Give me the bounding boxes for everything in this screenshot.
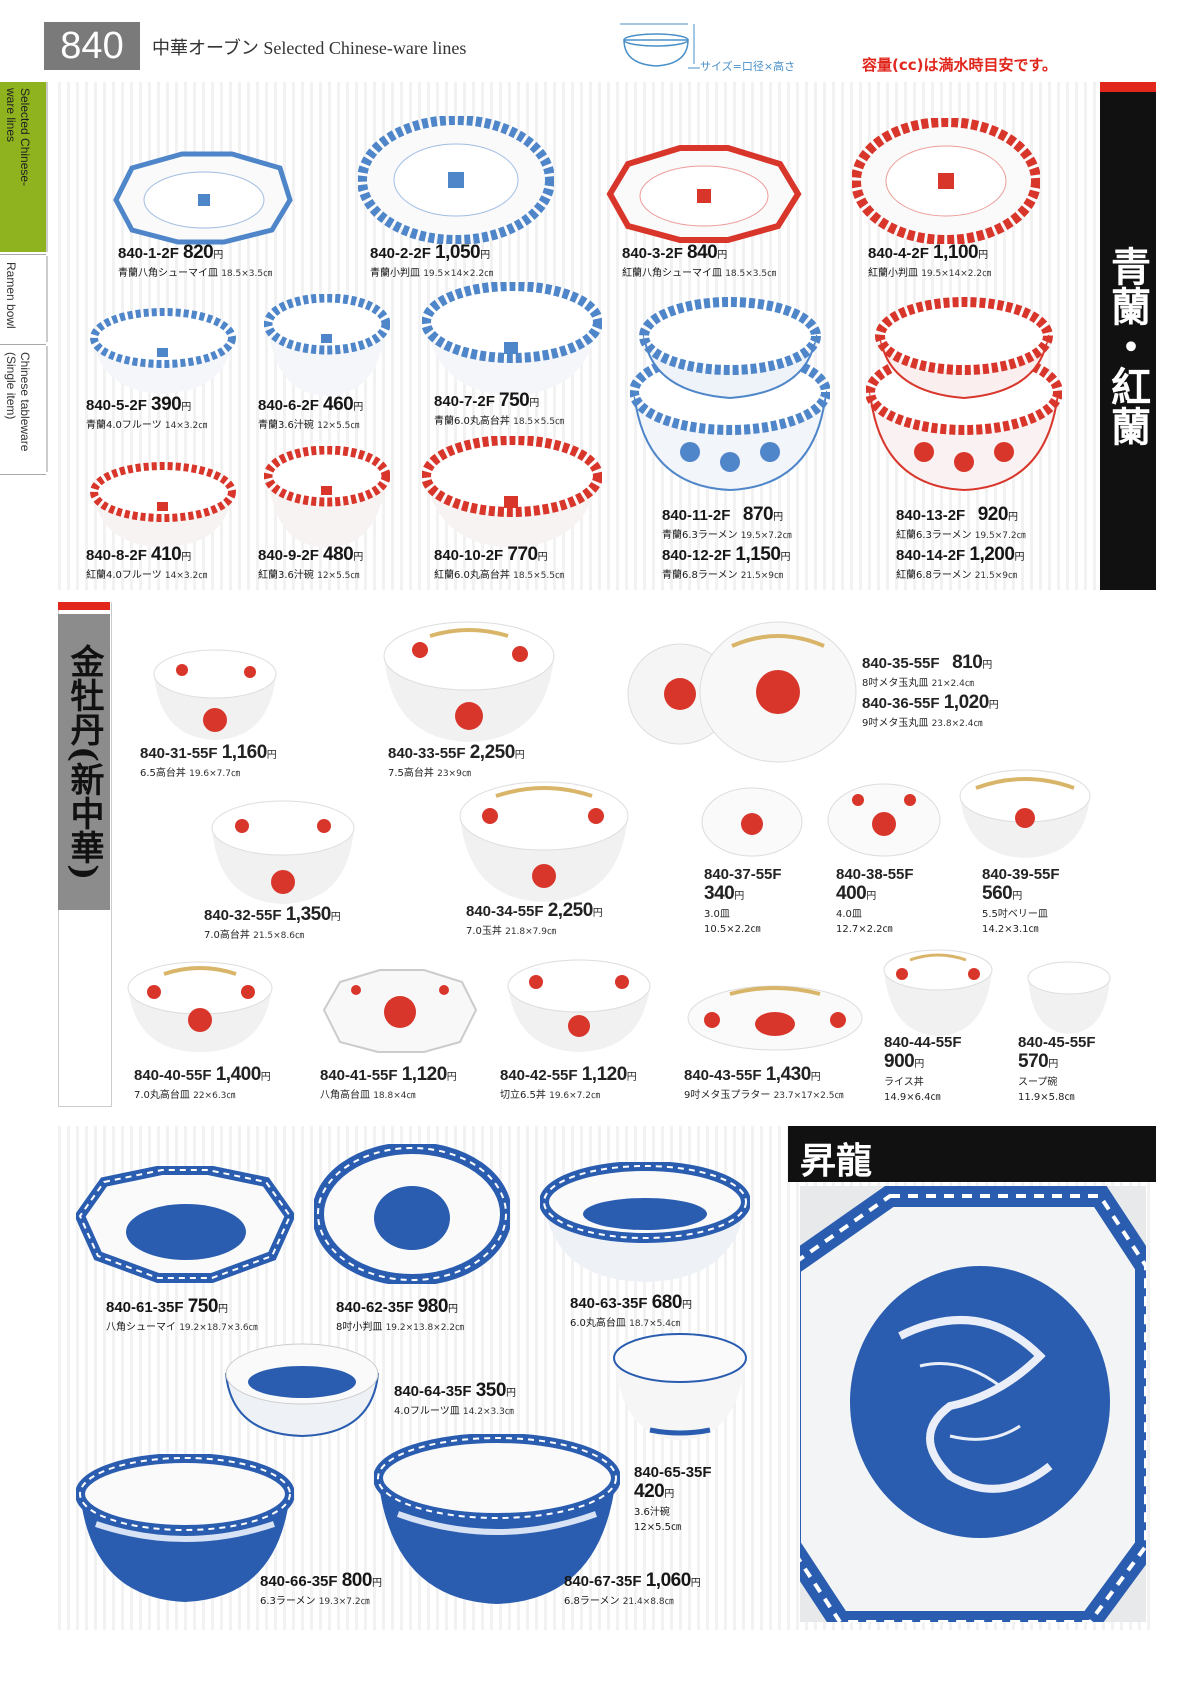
dish-840-41-55F	[322, 969, 478, 1053]
product-label: 840-9-2F 480円紅蘭3.6汁碗 12×5.5㎝	[258, 544, 364, 581]
section-accent-bar	[1100, 82, 1156, 92]
dish-840-64-35F	[224, 1343, 380, 1438]
dish-840-33-55F	[383, 621, 555, 742]
product-label: 840-7-2F 750円青蘭6.0丸高台丼 18.5×5.5㎝	[434, 390, 564, 427]
dish-840-37-55F	[701, 787, 803, 857]
dish-840-62-35F	[314, 1144, 510, 1284]
dish-840-44-55F	[883, 949, 993, 1036]
page-title: 中華オーブン Selected Chinese-ware lines	[152, 38, 467, 58]
dish-840-66-35F	[76, 1454, 294, 1602]
tab-ramen-bowl[interactable]: Ramen bowl	[0, 256, 48, 342]
dish-840-38-55F	[827, 783, 941, 857]
dish-840-45-55F	[1027, 961, 1111, 1034]
product-label: 840-61-35F 750円八角シューマイ 19.2×18.7×3.6㎝	[106, 1296, 258, 1333]
dish-840-5-2F	[90, 308, 236, 394]
dish-840-34-55F	[459, 781, 629, 902]
dish-840-10-2F	[422, 436, 602, 548]
dish-840-7-2F	[422, 282, 602, 396]
tab-divider	[0, 254, 46, 255]
dish-840-3-2F	[606, 145, 802, 243]
product-label: 840-4-2F 1,100円紅蘭小判皿 19.5×14×2.2㎝	[868, 242, 992, 279]
product-label: 840-8-2F 410円紅蘭4.0フルーツ 14×3.2㎝	[86, 544, 208, 581]
dish-840-65-35F	[613, 1333, 747, 1440]
tab-chinese-tableware-single[interactable]: Chinese tableware (Single item)	[0, 346, 48, 472]
dish-840-6-2F	[264, 294, 390, 396]
shoryu-closeup-photo	[800, 1186, 1146, 1622]
dish-840-4-2F	[852, 118, 1040, 244]
product-label: 840-1-2F 820円青蘭八角シューマイ皿 18.5×3.5㎝	[118, 242, 273, 279]
dish-840-43-55F	[687, 985, 863, 1051]
dish-840-67-35F	[374, 1434, 620, 1604]
capacity-note: 容量(cc)は満水時目安です。	[862, 56, 1057, 74]
page-number: 840	[44, 22, 140, 70]
dish-840-13-14-2F	[866, 297, 1062, 492]
product-label: 840-42-55F 1,120円切立6.5丼 19.6×7.2㎝	[500, 1064, 637, 1101]
product-label: 840-6-2F 460円青蘭3.6汁碗 12×5.5㎝	[258, 394, 364, 431]
kinbotan-label: 金牡丹(新中華)	[64, 643, 104, 881]
shoryu-label: 昇龍	[800, 1140, 873, 1182]
dish-840-35-36-55F	[627, 621, 857, 763]
dish-840-63-35F	[540, 1162, 750, 1282]
size-note: サイズ=口径×高さ	[700, 60, 796, 73]
dish-840-39-55F	[959, 769, 1091, 858]
dish-840-61-35F	[76, 1166, 294, 1283]
section-accent-bar	[58, 602, 110, 610]
dish-840-40-55F	[127, 961, 273, 1052]
tab-divider	[0, 344, 46, 345]
product-label: 840-14-2F 1,200円紅蘭6.8ラーメン 21.5×9㎝	[896, 544, 1025, 581]
product-label: 840-2-2F 1,050円青蘭小判皿 19.5×14×2.2㎝	[370, 242, 494, 279]
product-label: 840-10-2F 770円紅蘭6.0丸高台丼 18.5×5.5㎝	[434, 544, 564, 581]
shoryu-label-bg	[788, 1126, 1156, 1182]
product-label: 840-41-55F 1,120円八角高台皿 18.8×4㎝	[320, 1064, 457, 1101]
dish-840-9-2F	[264, 446, 390, 548]
tab-selected-chinese-ware[interactable]: Selected Chinese- ware lines	[0, 82, 48, 252]
dish-840-1-2F	[113, 151, 293, 245]
product-label: 840-5-2F 390円青蘭4.0フルーツ 14×3.2㎝	[86, 394, 208, 431]
product-label: 840-12-2F 1,150円青蘭6.8ラーメン 21.5×9㎝	[662, 544, 791, 581]
dish-840-42-55F	[507, 959, 651, 1052]
bowl-size-diagram-icon	[620, 23, 700, 69]
seiran-kouran-label: 青蘭・紅蘭	[1100, 92, 1156, 590]
dish-840-32-55F	[211, 800, 355, 904]
kinbotan-label-bg	[58, 614, 110, 910]
dish-840-8-2F	[90, 462, 236, 548]
dish-840-31-55F	[153, 649, 277, 740]
product-label: 840-13-2F 920円紅蘭6.3ラーメン 19.5×7.2㎝	[896, 504, 1026, 541]
tab-divider	[0, 474, 46, 475]
dish-840-2-2F	[358, 116, 554, 244]
dish-840-11-12-2F	[630, 297, 830, 492]
product-label: 840-11-2F 870円青蘭6.3ラーメン 19.5×7.2㎝	[662, 504, 792, 541]
product-label: 840-3-2F 840円紅蘭八角シューマイ皿 18.5×3.5㎝	[622, 242, 777, 279]
